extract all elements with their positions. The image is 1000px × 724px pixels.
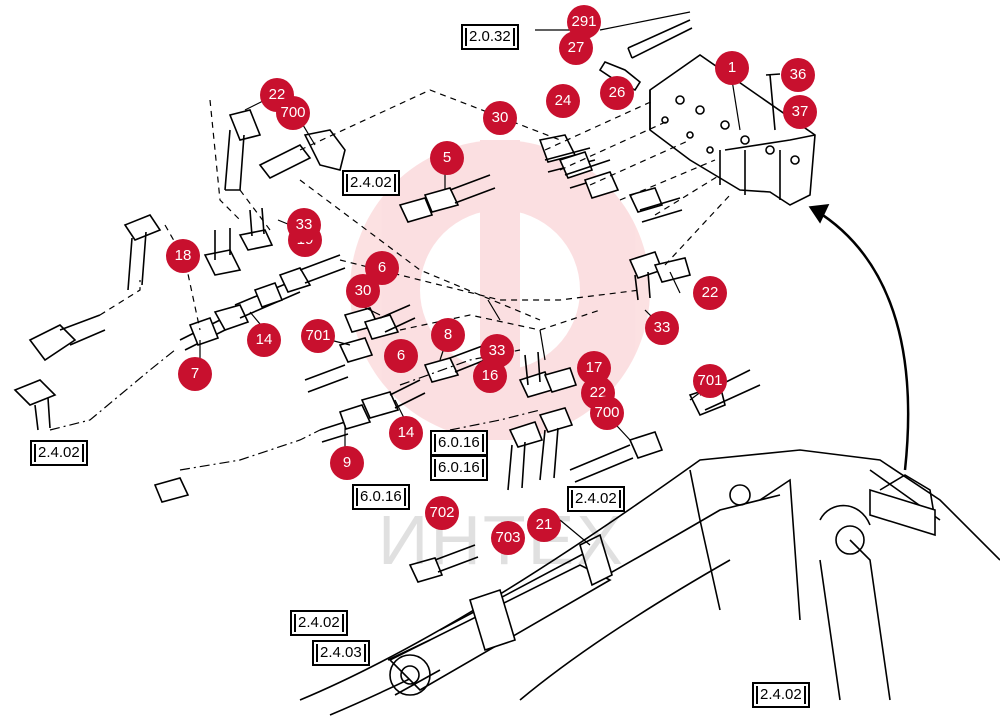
control-valve-block	[649, 54, 816, 206]
fittings-middle	[153, 174, 496, 503]
callout-33-right[interactable]: 33	[645, 311, 679, 345]
callout-37[interactable]: 37	[783, 95, 817, 129]
callout-9[interactable]: 9	[330, 446, 364, 480]
ref-box-2402-left[interactable]: 2.4.02	[30, 440, 88, 466]
callout-6-lower[interactable]: 6	[384, 339, 418, 373]
callout-30-middle[interactable]: 30	[346, 274, 380, 308]
callout-703[interactable]: 703	[491, 521, 525, 555]
callout-18[interactable]: 18	[166, 239, 200, 273]
ref-box-2403[interactable]: 2.4.03	[312, 640, 370, 666]
callout-14-upper[interactable]: 14	[247, 323, 281, 357]
callout-8[interactable]: 8	[431, 318, 465, 352]
callout-27[interactable]: 27	[559, 31, 593, 65]
callout-26[interactable]: 26	[600, 76, 634, 110]
callout-7[interactable]: 7	[178, 357, 212, 391]
callout-701-right[interactable]: 701	[693, 364, 727, 398]
callout-30-upper[interactable]: 30	[483, 101, 517, 135]
ref-box-2402-middle[interactable]: 2.4.02	[567, 486, 625, 512]
callout-1[interactable]: 1	[715, 51, 749, 85]
callout-33-upper[interactable]: 33	[287, 208, 321, 242]
fittings-upper-left	[13, 109, 346, 431]
callout-21[interactable]: 21	[527, 508, 561, 542]
fittings-right	[408, 134, 761, 583]
callout-702[interactable]: 702	[425, 496, 459, 530]
ref-box-2402-upper[interactable]: 2.4.02	[342, 170, 400, 196]
ref-box-2402-bottom[interactable]: 2.4.02	[752, 682, 810, 708]
line-art	[13, 19, 1000, 716]
callout-700-upper[interactable]: 700	[276, 96, 310, 130]
callout-14-lower[interactable]: 14	[389, 416, 423, 450]
callout-24[interactable]: 24	[546, 84, 580, 118]
ref-box-6016-a[interactable]: 6.0.16	[430, 430, 488, 456]
callout-36[interactable]: 36	[781, 58, 815, 92]
ref-box-6016-b[interactable]: 6.0.16	[430, 455, 488, 481]
ref-box-2402-lower[interactable]: 2.4.02	[290, 610, 348, 636]
callout-5[interactable]: 5	[430, 141, 464, 175]
callout-701-left[interactable]: 701	[301, 319, 335, 353]
callout-22-right[interactable]: 22	[693, 276, 727, 310]
ref-box-6016-c[interactable]: 6.0.16	[352, 484, 410, 510]
ref-box-2032[interactable]: 2.0.32	[461, 24, 519, 50]
hydraulic-cylinder	[387, 533, 613, 696]
callout-700-lower[interactable]: 700	[590, 396, 624, 430]
callout-16[interactable]: 16	[473, 359, 507, 393]
